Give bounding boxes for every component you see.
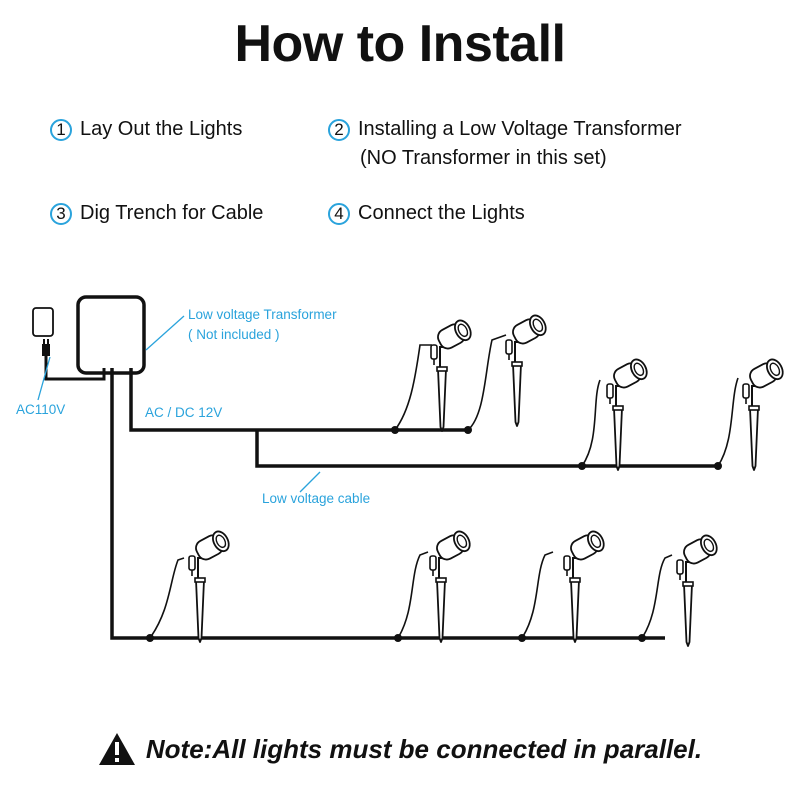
- transformer-box: [76, 295, 146, 375]
- step-text: Dig Trench for Cable: [80, 202, 264, 224]
- page-title: How to Install: [234, 15, 567, 73]
- transformer-note: ( Not included ): [188, 327, 280, 342]
- warning-triangle-icon: [98, 733, 135, 765]
- step-number: 1: [50, 118, 72, 141]
- ac110v-label: AC110V: [16, 402, 65, 417]
- cable-label: Low voltage cable: [262, 491, 370, 506]
- transformer-label: Low voltage Transformer: [188, 307, 337, 322]
- step-text: Lay Out the Lights: [80, 118, 243, 140]
- spotlight-icon: [563, 527, 608, 643]
- spotlight-icon: [429, 527, 474, 643]
- step-1: 1 Lay Out the Lights: [50, 118, 242, 141]
- spotlight-icon: [430, 316, 475, 432]
- step-number: 4: [328, 202, 350, 225]
- step-text: Installing a Low Voltage Transformer: [358, 118, 682, 140]
- acdc-label: AC / DC 12V: [145, 405, 222, 420]
- step-4: 4 Connect the Lights: [328, 202, 525, 225]
- spotlight-icon: [742, 355, 787, 471]
- step-3: 3 Dig Trench for Cable: [50, 202, 263, 225]
- spotlight-icon: [606, 355, 651, 471]
- step-number: 2: [328, 118, 350, 141]
- step-2-subtext: (NO Transformer in this set): [360, 147, 607, 169]
- spotlight-icon: [188, 527, 233, 643]
- spotlight-icon: [676, 531, 721, 647]
- step-number: 3: [50, 202, 72, 225]
- step-2: 2 Installing a Low Voltage Transformer: [328, 118, 682, 141]
- spotlight-icon: [505, 311, 550, 427]
- step-text: Connect the Lights: [358, 202, 525, 224]
- note: Note:All lights must be connected in par…: [0, 732, 800, 766]
- note-text: Note:All lights must be connected in par…: [145, 733, 703, 764]
- wall-outlet-icon: [32, 307, 54, 356]
